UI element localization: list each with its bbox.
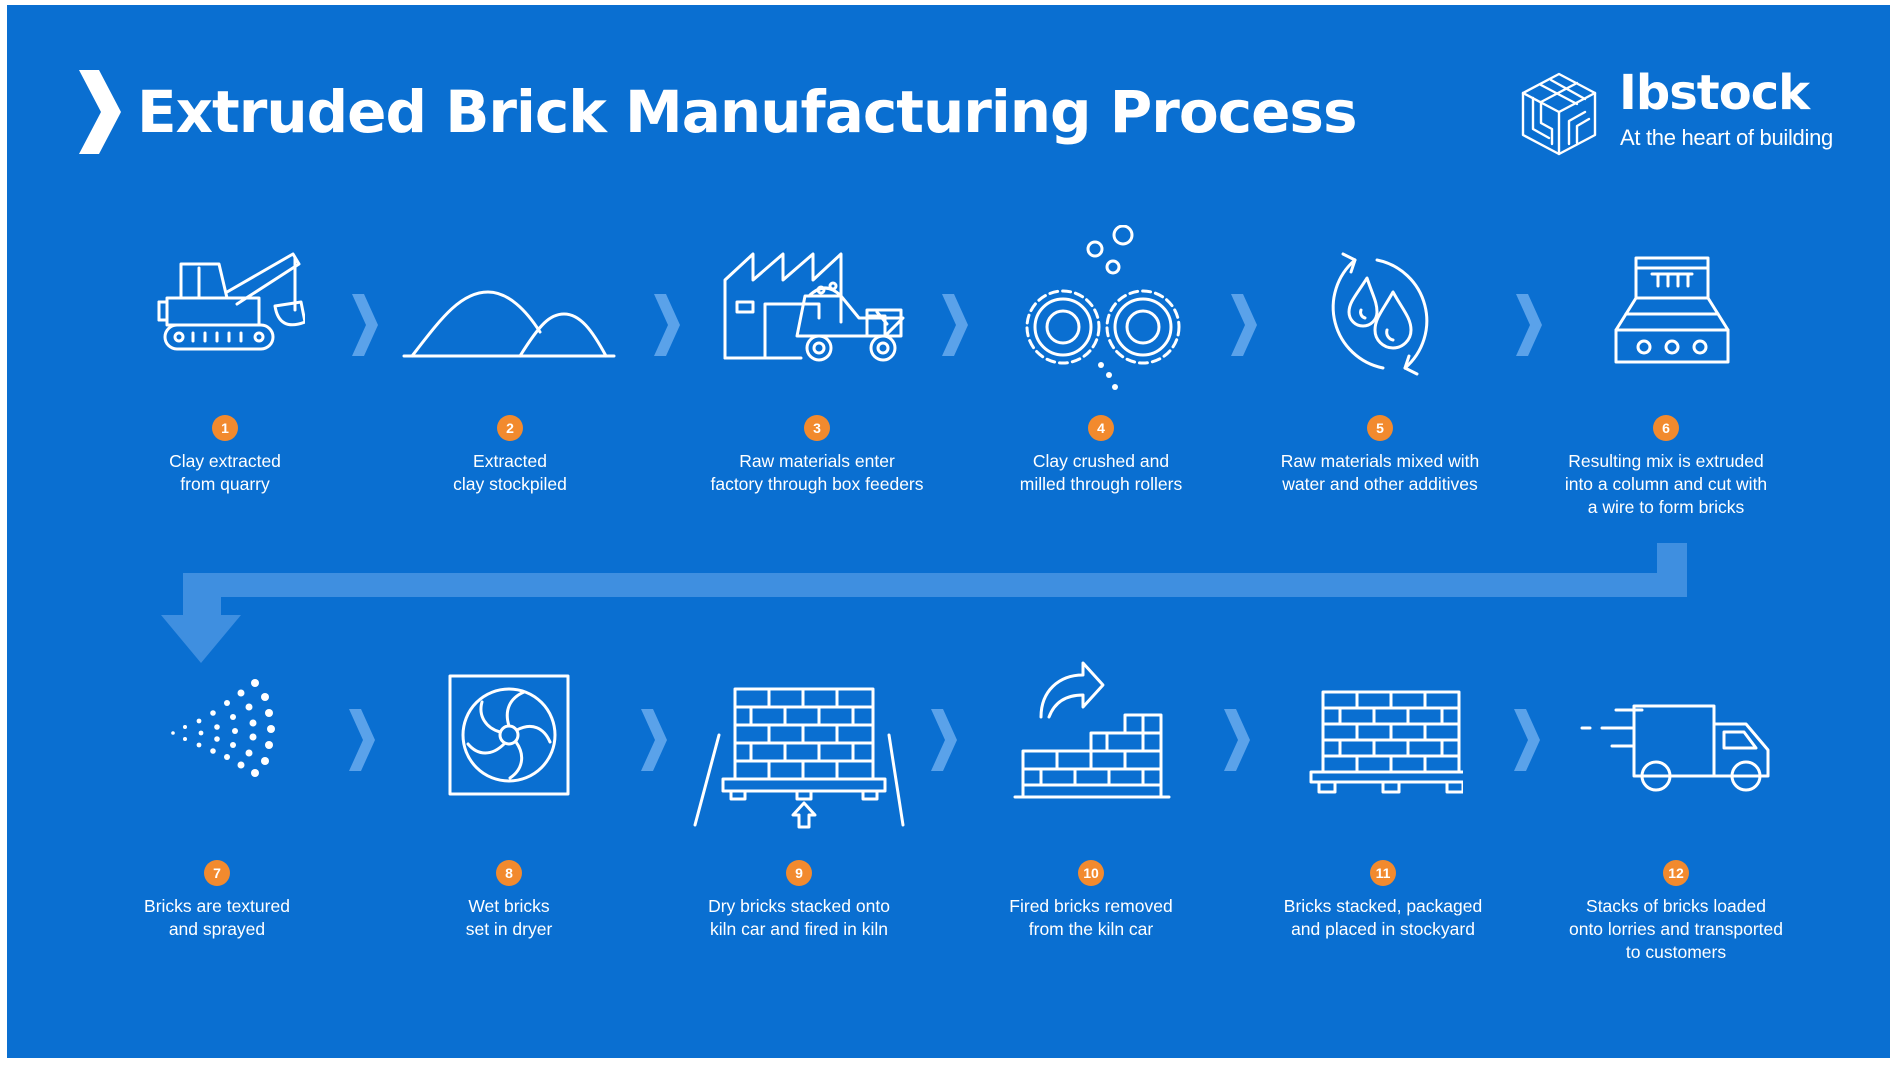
separator-chevron-icon: [1231, 294, 1257, 356]
step-number-badge: 9: [786, 860, 812, 886]
extruder-icon: [1614, 256, 1730, 364]
factory-truck-icon: [723, 252, 905, 362]
step-caption: Bricks stacked, packaged and placed in s…: [1283, 896, 1483, 939]
separator-chevron-icon: [1514, 709, 1540, 771]
step-caption: Stacks of bricks loaded onto lorries and…: [1568, 896, 1784, 962]
step-number-badge: 2: [497, 415, 523, 441]
step-number-badge: 1: [212, 415, 238, 441]
step-number-badge: 5: [1367, 415, 1393, 441]
separator-chevron-icon: [641, 709, 667, 771]
step-caption: Clay crushed and milled through rollers: [1019, 451, 1183, 494]
delivery-lorry-icon: [1580, 704, 1770, 792]
separator-chevron-icon: [931, 709, 957, 771]
step-caption: Dry bricks stacked onto kiln car and fir…: [708, 896, 890, 939]
cube-lattice-icon: [1521, 72, 1597, 156]
kiln-car-icon: [693, 687, 905, 829]
gear-rollers-icon: [1025, 225, 1181, 390]
brand-tagline: At the heart of building: [1620, 125, 1833, 150]
brand-name: Ibstock: [1619, 65, 1810, 121]
step-caption: Raw materials mixed with water and other…: [1280, 451, 1480, 494]
water-mix-icon: [1331, 252, 1429, 376]
step-number-badge: 6: [1653, 415, 1679, 441]
dryer-fan-icon: [448, 674, 570, 796]
step-caption: Fired bricks removed from the kiln car: [1009, 896, 1173, 939]
step-number-badge: 4: [1088, 415, 1114, 441]
excavator-icon: [157, 252, 305, 351]
step-caption: Wet bricks set in dryer: [465, 896, 553, 939]
separator-chevron-icon: [1516, 294, 1542, 356]
brand-block: Ibstock At the heart of building: [1519, 65, 1839, 165]
step-caption: Raw materials enter factory through box …: [710, 451, 924, 494]
title-row: Extruded Brick Manufacturing Process: [77, 67, 1357, 157]
separator-chevron-icon: [942, 294, 968, 356]
clay-mound-icon: [402, 290, 616, 358]
step-number-badge: 7: [204, 860, 230, 886]
step-caption: Clay extracted from quarry: [169, 451, 281, 494]
brick-removal-icon: [1013, 661, 1171, 799]
step-caption: Resulting mix is extruded into a column …: [1564, 451, 1768, 517]
chevron-right-icon: [79, 70, 121, 154]
flow-connector-arrow: [161, 543, 1687, 663]
step-number-badge: 10: [1078, 860, 1104, 886]
step-number-badge: 12: [1663, 860, 1689, 886]
spray-icon: [171, 679, 275, 777]
step-number-badge: 3: [804, 415, 830, 441]
separator-chevron-icon: [654, 294, 680, 356]
separator-chevron-icon: [352, 294, 378, 356]
page-title: Extruded Brick Manufacturing Process: [137, 78, 1357, 146]
separator-chevron-icon: [349, 709, 375, 771]
step-caption: Extracted clay stockpiled: [453, 451, 567, 494]
step-number-badge: 8: [496, 860, 522, 886]
step-caption: Bricks are textured and sprayed: [144, 896, 290, 939]
infographic-panel: Extruded Brick Manufacturing Process Ibs…: [7, 5, 1890, 1058]
brick-pallet-icon: [1309, 690, 1463, 794]
step-number-badge: 11: [1370, 860, 1396, 886]
separator-chevron-icon: [1224, 709, 1250, 771]
